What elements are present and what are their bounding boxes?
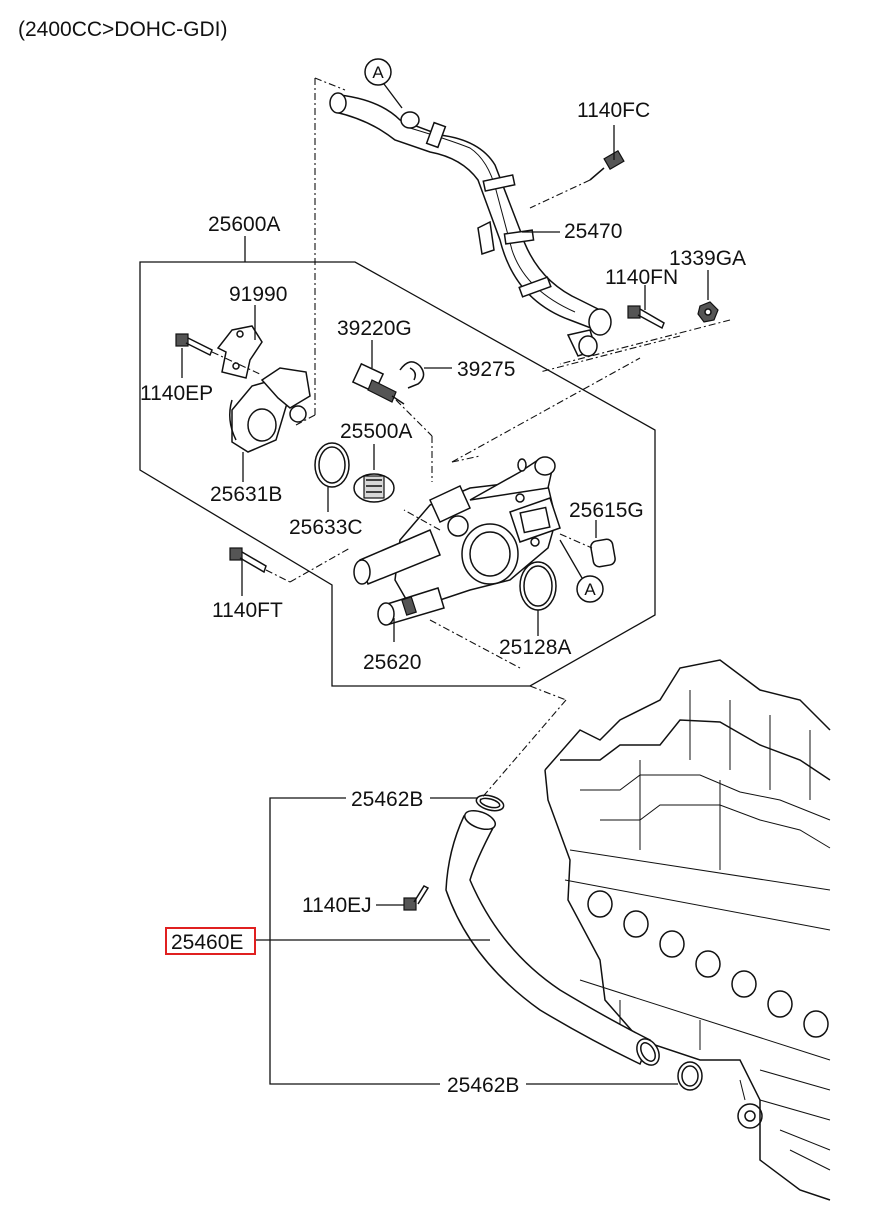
label-25500a[interactable]: 25500A <box>340 420 412 443</box>
label-39275[interactable]: 39275 <box>457 358 515 381</box>
ref-a-label-top: A <box>372 63 384 82</box>
label-1140fc[interactable]: 1140FC <box>577 99 650 122</box>
label-1140fn[interactable]: 1140FN <box>605 266 678 289</box>
label-1140ej[interactable]: 1140EJ <box>302 894 372 917</box>
label-25633c[interactable]: 25633C <box>289 516 363 539</box>
bolt-1140ej[interactable] <box>376 885 430 911</box>
upper-coolant-pipe[interactable] <box>329 92 612 357</box>
label-1339ga[interactable]: 1339GA <box>669 247 746 270</box>
label-91990[interactable]: 91990 <box>229 283 287 306</box>
oring-25462b-top[interactable] <box>475 793 506 814</box>
bracket-91990[interactable] <box>216 305 263 379</box>
bolt-1140ep[interactable] <box>175 333 263 378</box>
label-25470[interactable]: 25470 <box>564 220 622 243</box>
thermostat-housing[interactable] <box>353 456 561 626</box>
nut-1339ga[interactable] <box>697 270 719 323</box>
label-39220g[interactable]: 39220G <box>337 317 412 340</box>
label-1140ft[interactable]: 1140FT <box>212 599 283 622</box>
label-1140ep[interactable]: 1140EP <box>140 382 213 405</box>
sensor-39220g[interactable] <box>351 340 405 405</box>
label-25631b[interactable]: 25631B <box>210 483 282 506</box>
label-25462b-bottom[interactable]: 25462B <box>447 1074 519 1097</box>
label-25600a[interactable]: 25600A <box>208 213 280 236</box>
bolt-1140ft[interactable] <box>229 547 351 596</box>
clip-39275[interactable] <box>399 361 452 389</box>
thermostat-25500a[interactable] <box>353 444 395 503</box>
ref-a-label-lower: A <box>584 580 596 599</box>
gasket-25615g[interactable] <box>590 520 616 568</box>
label-25620[interactable]: 25620 <box>363 651 421 674</box>
label-25460e[interactable]: 25460E <box>171 931 243 954</box>
bolt-1140fc[interactable] <box>529 125 625 209</box>
gasket-25633c[interactable] <box>314 442 350 512</box>
label-25128a[interactable]: 25128A <box>499 636 571 659</box>
label-25462b-top[interactable]: 25462B <box>351 788 423 811</box>
reference-callout-a-lower: A <box>559 539 604 603</box>
highlight-box-25460e <box>165 927 256 955</box>
label-25615g[interactable]: 25615G <box>569 499 644 522</box>
reference-callout-a-top: A <box>364 58 403 109</box>
oring-25128a[interactable] <box>519 561 557 636</box>
engine-spec-title: (2400CC>DOHC-GDI) <box>18 18 227 41</box>
bolt-1140fn[interactable] <box>627 285 665 330</box>
fitting-25631b[interactable] <box>229 367 311 482</box>
water-hose-25460e[interactable] <box>445 807 664 1069</box>
oring-25462b-bottom[interactable] <box>677 1061 703 1091</box>
engine-block <box>544 659 831 1201</box>
